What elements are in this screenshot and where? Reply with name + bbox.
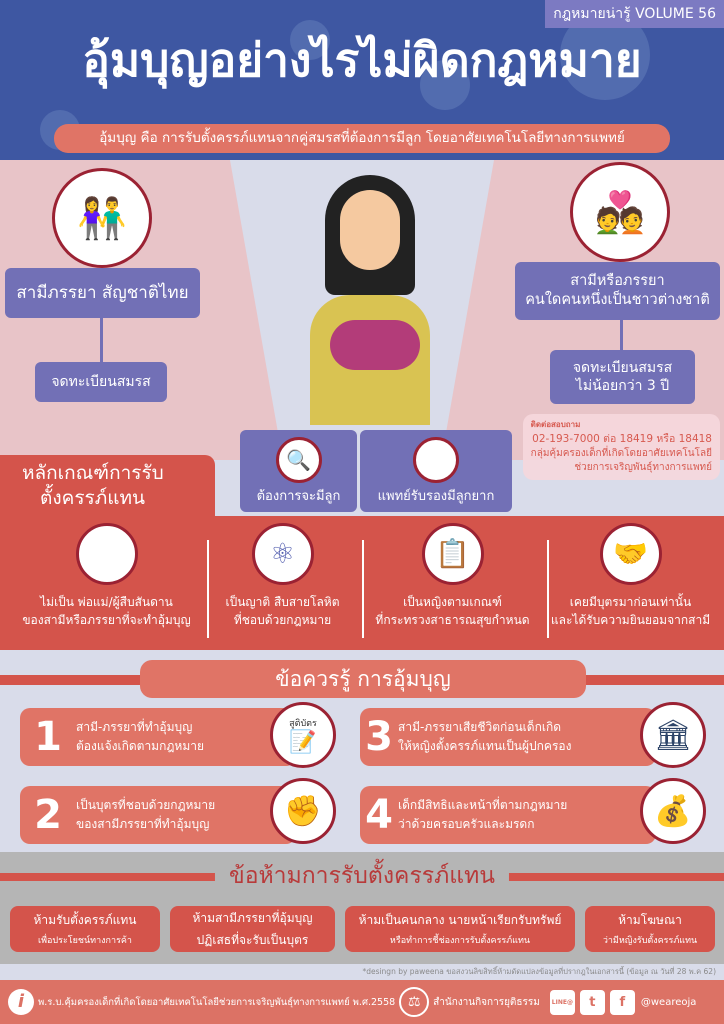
agency-seal-icon: ⚖ <box>399 987 430 1017</box>
contact-phone[interactable]: 02-193-7000 ต่อ 18419 หรือ 18418 <box>532 433 712 446</box>
want-child-box: 🔍 ต้องการจะมีลูก <box>240 430 357 512</box>
knowledge-item-4: 4 เด็กมีสิทธิและหน้าที่ตามกฎหมายว่าด้วยคร… <box>360 786 656 844</box>
social-handle[interactable]: @weareoja <box>640 996 697 1008</box>
header: กฎหมายน่ารู้ VOLUME 56 อุ้มบุญอย่างไรไม่… <box>0 0 724 160</box>
footer: i พ.ร.บ.คุ้มครองเด็กที่เกิดโดยอาศัยเทคโน… <box>0 980 724 1024</box>
foreign-label-line2: คนใดคนหนึ่งเป็นชาวต่างชาติ <box>525 292 710 308</box>
ban-main: ห้ามรับตั้งครรภ์แทน <box>33 913 137 927</box>
item-number: 1 <box>34 714 62 760</box>
divider <box>207 540 209 638</box>
volume-badge: กฎหมายน่ารู้ VOLUME 56 <box>545 0 724 28</box>
connector <box>100 318 103 362</box>
contact-org2: ช่วยการเจริญพันธุ์ทางการแพทย์ <box>574 461 712 473</box>
credit-line: *desingn by paweena ขอสงวนลิขสิทธิ์ห้ามด… <box>0 964 724 980</box>
foreign-spouse-label: สามีหรือภรรยาคนใดคนหนึ่งเป็นชาวต่างชาติ <box>515 262 720 320</box>
criteria-line: ของสามีหรือภรรยาที่จะทำอุ้มบุญ <box>22 613 191 627</box>
item-line: ให้หญิงตั้งครรภ์แทนเป็นผู้ปกครอง <box>398 739 572 753</box>
court-building-icon: 🏛 <box>640 702 706 768</box>
item-line: สามี-ภรรยาที่ทำอุ้มบุญ <box>76 719 193 734</box>
criteria-title-line1: หลักเกณฑ์การรับ <box>22 462 164 484</box>
ban-item: ห้ามรับตั้งครรภ์แทนเพื่อประโยชน์ทางการค้… <box>10 906 160 952</box>
item-line: ต้องแจ้งเกิดตามกฎหมาย <box>76 739 204 753</box>
criteria-line: และได้รับความยินยอมจากสามี <box>550 613 711 627</box>
criteria-line: เป็นหญิงตามเกณฑ์ <box>403 595 502 609</box>
ban-sub: ว่ามีหญิงรับตั้งครรภ์แทน <box>602 936 698 946</box>
knowledge-item-3: 3 สามี-ภรรยาเสียชีวิตก่อนเด็กเกิดให้หญิงต… <box>360 708 656 766</box>
item-number: 4 <box>365 792 393 838</box>
want-child-label: ต้องการจะมีลูก <box>256 488 341 504</box>
law-reference: พ.ร.บ.คุ้มครองเด็กที่เกิดโดยอาศัยเทคโนโล… <box>38 996 396 1008</box>
item-line: ว่าด้วยครอบครัวและมรดก <box>398 817 535 831</box>
criteria-item: ⚛ เป็นญาติ สืบสายโลหิตที่ชอบด้วยกฎหมาย <box>192 523 373 629</box>
item-line: เด็กมีสิทธิและหน้าที่ตามกฎหมาย <box>398 797 568 812</box>
atom-icon: ⚛ <box>251 523 314 585</box>
agency-name: สำนักงานกิจการยุติธรรม <box>433 996 540 1008</box>
contact-title: ติดต่อสอบถาม <box>530 420 581 429</box>
ban-main: ห้ามสามีภรรยาที่อุ้มบุญ <box>192 910 313 925</box>
divider <box>547 540 549 638</box>
contact-box: ติดต่อสอบถาม 02-193-7000 ต่อ 18419 หรือ … <box>522 414 720 480</box>
car-money-icon: 💰 <box>640 778 706 844</box>
medical-clipboard-icon: 📋 <box>421 523 484 585</box>
ban-item: ห้ามสามีภรรยาที่อุ้มบุญปฏิเสธที่จะรับเป็… <box>170 906 335 952</box>
register-3-years-label: จดทะเบียนสมรสไม่น้อยกว่า 3 ปี <box>550 350 695 404</box>
subtitle-banner: อุ้มบุญ คือ การรับตั้งครรภ์แทนจากคู่สมรส… <box>54 124 670 153</box>
page-title: อุ้มบุญอย่างไรไม่ผิดกฎหมาย <box>82 33 642 87</box>
sub-line2: ไม่น้อยกว่า 3 ปี <box>575 378 670 394</box>
ban-item: ห้ามโฆษณาว่ามีหญิงรับตั้งครรภ์แทน <box>585 906 715 952</box>
info-icon: i <box>8 989 34 1015</box>
envelope-icon: ✉ <box>413 436 459 483</box>
line-icon[interactable]: LINE@ <box>549 989 575 1015</box>
criteria-title-line2: ตั้งครรภ์แทน <box>40 486 146 509</box>
doctor-cert-label: แพทย์รับรองมีลูกยาก <box>377 488 495 504</box>
certificate-label: สูติบัตร <box>289 718 317 729</box>
connector <box>620 320 623 350</box>
handshake-icon: 🤝 <box>599 523 662 585</box>
ban-sub: เพื่อประโยชน์ทางการค้า <box>38 936 132 946</box>
divider <box>362 540 364 638</box>
ban-main: ห้ามเป็นคนกลาง นายหน้าเรียกรับทรัพย์ <box>358 913 562 927</box>
criteria-line: เคยมีบุตรมาก่อนเท่านั้น <box>569 595 692 609</box>
bans-title: ข้อห้ามการรับตั้งครรภ์แทน <box>214 858 510 894</box>
sub-line1: จดทะเบียนสมรส <box>572 359 673 376</box>
criteria-line: ที่กระทรวงสาธารณสุขกำหนด <box>375 613 530 627</box>
gavel-hand-icon: ✊ <box>270 778 336 844</box>
ban-main: ห้ามโฆษณา <box>618 913 682 927</box>
item-line: ของสามีภรรยาที่ทำอุ้มบุญ <box>76 817 210 831</box>
knowledge-title: ข้อควรรู้ การอุ้มบุญ <box>140 660 586 698</box>
item-line: เป็นบุตรที่ชอบด้วยกฎหมาย <box>76 797 216 812</box>
ban-item: ห้ามเป็นคนกลาง นายหน้าเรียกรับทรัพย์หรือ… <box>345 906 575 952</box>
criteria-line: ที่ชอบด้วยกฎหมาย <box>233 613 332 627</box>
item-number: 3 <box>365 714 393 760</box>
knowledge-item-1: 1 สามี-ภรรยาที่ทำอุ้มบุญต้องแจ้งเกิดตามกฎ… <box>20 708 296 766</box>
foreign-label-line1: สามีหรือภรรยา <box>570 273 665 290</box>
criteria-title: หลักเกณฑ์การรับ ตั้งครรภ์แทน <box>0 455 215 521</box>
criteria-item: ✖ ไม่เป็น พ่อแม่/ผู้สืบสันดานของสามีหรือภ… <box>16 523 197 629</box>
ban-sub: หรือทำการชี้ช่องการรับตั้งครรภ์แทน <box>389 936 531 946</box>
thai-couple-label: สามีภรรยา สัญชาติไทย <box>5 268 200 318</box>
item-number: 2 <box>34 792 62 838</box>
ban-sub: ปฏิเสธที่จะรับเป็นบุตร <box>196 932 309 947</box>
twitter-icon[interactable]: t <box>579 989 605 1015</box>
family-search-icon: 🔍 <box>275 436 322 483</box>
no-parents-icon: ✖ <box>75 523 138 585</box>
knowledge-item-2: 2 เป็นบุตรที่ชอบด้วยกฎหมายของสามีภรรยาที่… <box>20 786 296 844</box>
thai-couple-icon: 👫 <box>52 168 152 268</box>
criteria-line: ไม่เป็น พ่อแม่/ผู้สืบสันดาน <box>40 595 173 609</box>
birth-certificate-icon: สูติบัตร📝 <box>270 702 336 768</box>
mother-with-baby-illustration <box>300 175 440 425</box>
criteria-item: 📋 เป็นหญิงตามเกณฑ์ที่กระทรวงสาธารณสุขกำหน… <box>362 523 543 629</box>
contact-org1: กลุ่มคุ้มครองเด็กที่เกิดโดยอาศัยเทคโนโลย… <box>530 447 712 459</box>
criteria-item: 🤝 เคยมีบุตรมาก่อนเท่านั้นและได้รับความยิน… <box>540 523 721 629</box>
item-line: สามี-ภรรยาเสียชีวิตก่อนเด็กเกิด <box>398 719 562 734</box>
doctor-cert-box: ✉ แพทย์รับรองมีลูกยาก <box>360 430 512 512</box>
register-marriage-label: จดทะเบียนสมรส <box>35 362 167 402</box>
criteria-line: เป็นญาติ สืบสายโลหิต <box>225 595 340 609</box>
wedding-couple-icon: 💑 <box>570 162 670 262</box>
facebook-icon[interactable]: f <box>609 989 635 1015</box>
